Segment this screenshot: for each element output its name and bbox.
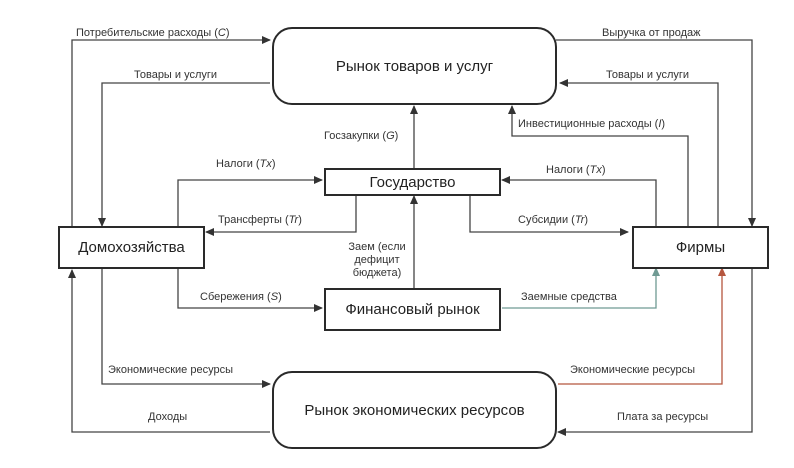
arrow-investment [508, 105, 689, 226]
label-sales-revenue: Выручка от продаж [602, 27, 701, 39]
arrow-resources-from-households [101, 268, 271, 388]
label-resources-to-firms: Экономические ресурсы [570, 364, 695, 376]
arrow-taxes-firms [501, 176, 657, 226]
financial-market-node: Финансовый рынок [324, 288, 501, 331]
goods-market-node: Рынок товаров и услуг [272, 27, 557, 105]
label-borrowed-funds: Заемные средства [521, 291, 617, 303]
resources-market-node: Рынок экономических ресурсов [272, 371, 557, 449]
label-taxes-firms: Налоги (Tx) [546, 164, 606, 176]
arrow-goods-to-households [98, 82, 270, 227]
arrow-transfers [205, 195, 357, 236]
label-investment: Инвестиционные расходы (I) [518, 118, 666, 130]
label-taxes-households: Налоги (Tx) [216, 158, 276, 170]
arrow-resources-to-firms [558, 267, 726, 385]
label-goods-services-right: Товары и услуги [606, 69, 690, 81]
government-node: Государство [324, 168, 501, 196]
label-resource-payment: Плата за ресурсы [617, 411, 709, 423]
label-resources-from-households: Экономические ресурсы [108, 364, 233, 376]
arrow-resource-payment [557, 268, 753, 436]
arrow-savings [177, 268, 323, 312]
arrow-subsidies [469, 195, 629, 236]
label-savings: Сбережения (S) [200, 291, 282, 303]
arrow-consumer-spending [71, 36, 271, 226]
arrow-goods-from-firms [559, 79, 719, 226]
label-transfers: Трансферты (Tr) [218, 214, 302, 226]
label-consumer-spending: Потребительские расходы (C) [76, 27, 230, 39]
arrow-sales-revenue [556, 39, 756, 227]
label-incomes: Доходы [148, 411, 188, 423]
households-node: Домохозяйства [58, 226, 205, 269]
arrow-taxes-households [177, 176, 323, 226]
arrow-incomes [68, 269, 270, 433]
label-loan: Заем (если дефицит бюджета) [348, 241, 406, 279]
label-gov-purchases: Госзакупки (G) [324, 130, 399, 142]
firms-node: Фирмы [632, 226, 769, 269]
label-goods-services-left: Товары и услуги [134, 69, 218, 81]
arrow-borrowed-funds [502, 267, 660, 309]
label-subsidies: Субсидии (Tr) [518, 214, 589, 226]
